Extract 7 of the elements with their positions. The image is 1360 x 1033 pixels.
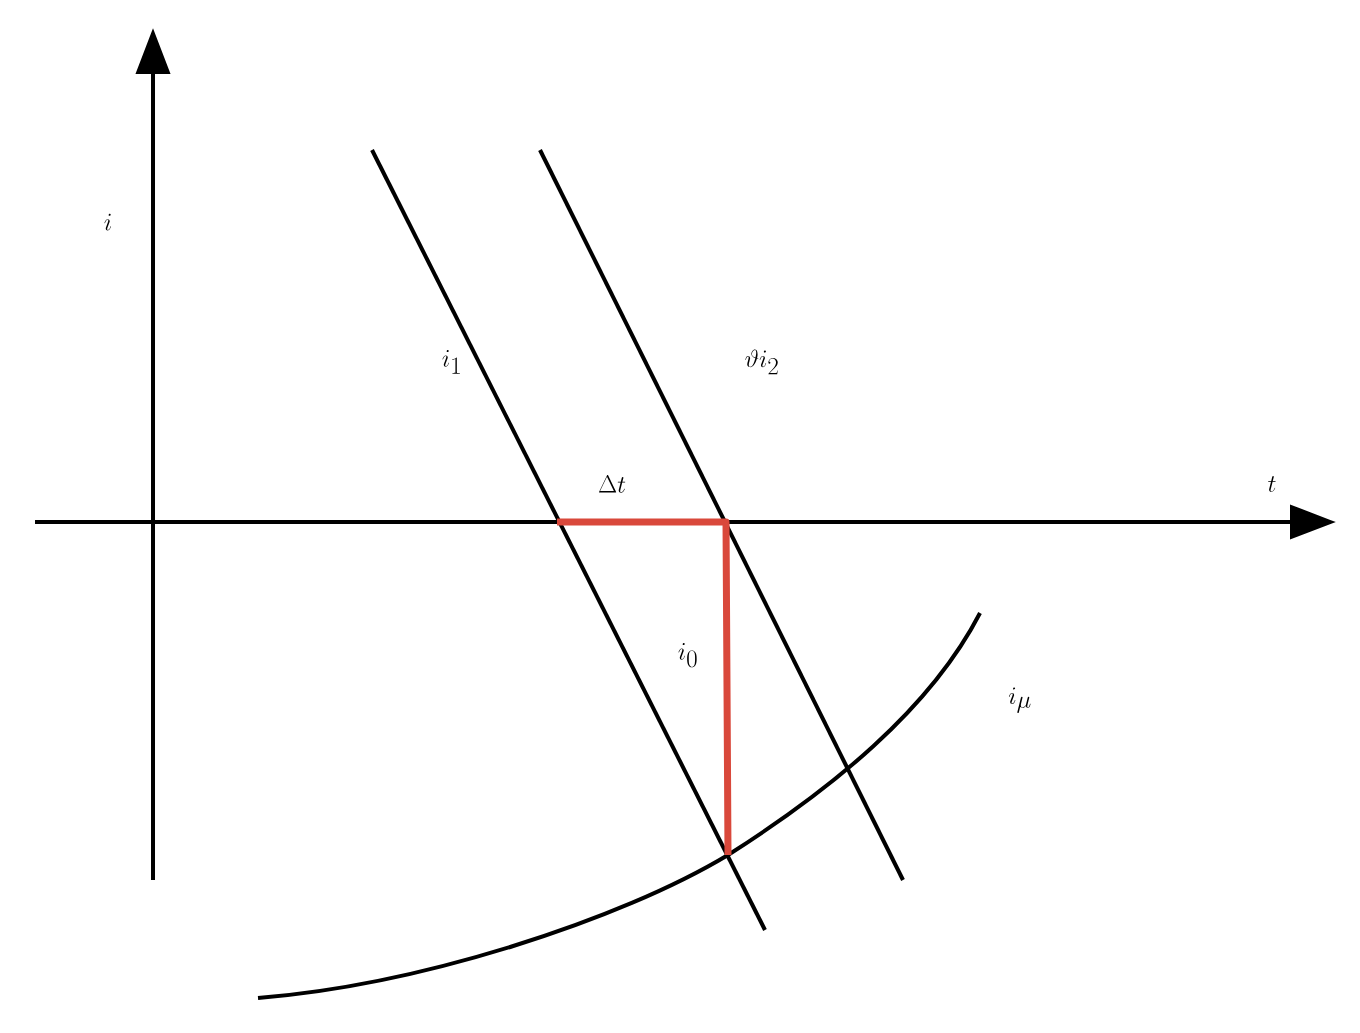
interval-label: $i_0$ bbox=[678, 643, 697, 668]
axis-label: $i$ bbox=[104, 213, 111, 231]
curve-label: $i_1$ bbox=[442, 350, 460, 374]
interval-label: $\Delta t$ bbox=[598, 474, 626, 493]
curve-label: $i_\mu$ bbox=[1008, 687, 1031, 713]
curve-label: $\vartheta i_2$ bbox=[745, 349, 778, 375]
axis-label: $t$ bbox=[1268, 476, 1276, 492]
